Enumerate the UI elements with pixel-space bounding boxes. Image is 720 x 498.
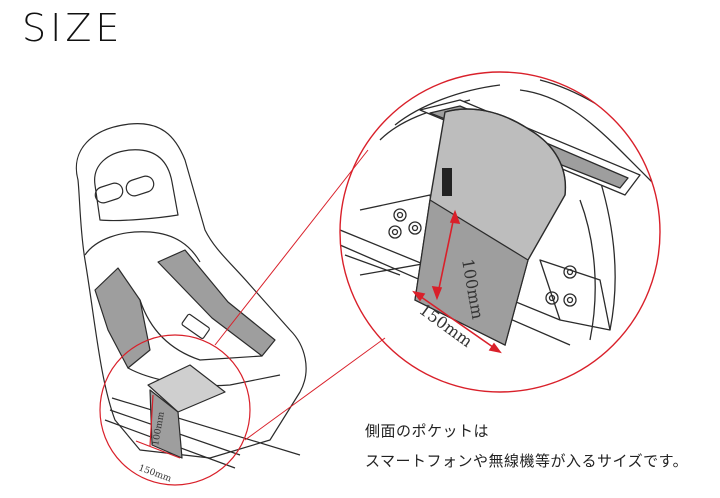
connector-line-lower [244,337,386,441]
detail-circle-large [339,71,661,393]
size-heading: SIZE [22,6,124,50]
small-dimension-marks [135,394,181,459]
width-dimension-arrow [412,290,502,354]
connector-line-upper [214,149,369,346]
zoomed-pocket-detail [340,79,660,347]
detail-circle-small [99,334,251,486]
bucket-seat-drawing [75,123,307,469]
caption-line-2: スマートフォンや無線機等が入るサイズです。 [365,452,689,470]
small-width-label: 150mm [137,463,173,484]
caption-line-1: 側面のポケットは [365,422,490,440]
brand-tag [442,168,452,196]
pocket-description: 側面のポケットは スマートフォンや無線機等が入るサイズです。 [365,416,688,476]
height-dimension-arrow [431,209,461,301]
